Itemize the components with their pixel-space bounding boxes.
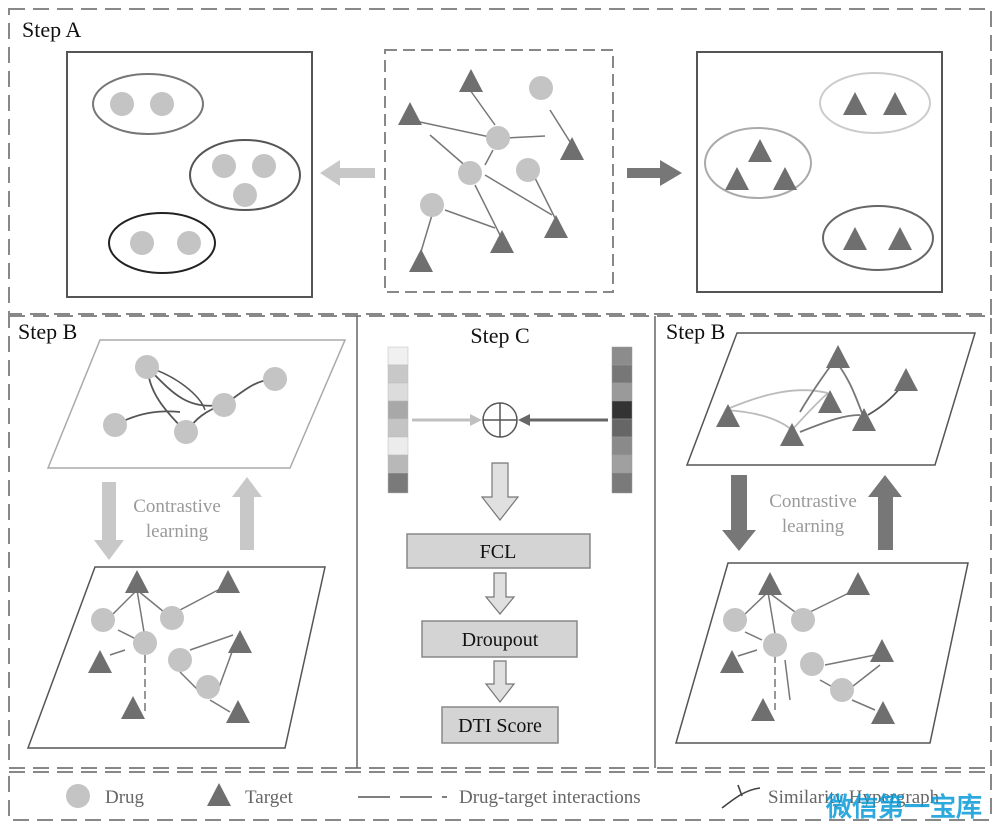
drug-hypergraph-plane	[46, 339, 347, 469]
legend-hypergraph-icon	[721, 784, 761, 809]
arrow-down-c2	[484, 572, 516, 615]
step-b-right-label: Step B	[666, 319, 725, 344]
contrast-label-right-2: learning	[782, 516, 845, 537]
interaction-network-box	[384, 49, 614, 293]
contrast-label-left-2: learning	[146, 521, 209, 542]
step-bc-frame	[8, 315, 992, 769]
dti-score-label: DTI Score	[458, 715, 542, 737]
step-b-left-label: Step B	[18, 319, 77, 344]
fcl-label: FCL	[480, 541, 517, 563]
target-feature-vector	[611, 346, 633, 494]
legend-hypergraph-label: Similarity Hypergraph	[768, 787, 940, 808]
drug-clusters-box	[66, 51, 313, 298]
fcl-box: FCL	[406, 533, 591, 569]
legend-frame	[8, 771, 992, 821]
legend: Drug Target Drug-target interactions Sim…	[66, 783, 940, 809]
arrow-up-dark-right	[868, 475, 902, 550]
arrow-left-light	[320, 160, 375, 186]
step-c-label: Step C	[470, 323, 529, 348]
step-a-frame	[8, 8, 992, 315]
step-a-label: Step A	[22, 17, 81, 42]
legend-interactions-label: Drug-target interactions	[459, 787, 641, 808]
contrast-label-right-1: Contrastive	[769, 491, 857, 512]
contrast-label-left-1: Contrastive	[133, 496, 221, 517]
arrow-down-dark-right	[722, 475, 756, 551]
dropout-label: Droupout	[462, 629, 539, 651]
arrow-down-c3	[484, 660, 516, 703]
drug-feature-vector	[387, 346, 409, 494]
legend-drug-label: Drug	[105, 787, 145, 808]
legend-drug-icon	[66, 784, 90, 808]
arrow-down-c1	[480, 462, 520, 521]
watermark: 微信第一宝库	[825, 792, 982, 823]
arrow-up-light-left	[232, 477, 262, 550]
dti-score-box: DTI Score	[441, 706, 559, 744]
target-clusters-box	[696, 51, 943, 293]
legend-target-icon	[207, 783, 231, 806]
dropout-box: Droupout	[421, 620, 578, 658]
legend-target-label: Target	[245, 787, 294, 808]
drug-interaction-plane	[26, 566, 326, 749]
target-hypergraph-plane	[685, 332, 977, 466]
target-interaction-plane	[675, 562, 969, 744]
arrow-right-dark	[627, 160, 682, 186]
arrow-down-light-left	[94, 482, 124, 560]
concat-icon	[482, 402, 518, 438]
